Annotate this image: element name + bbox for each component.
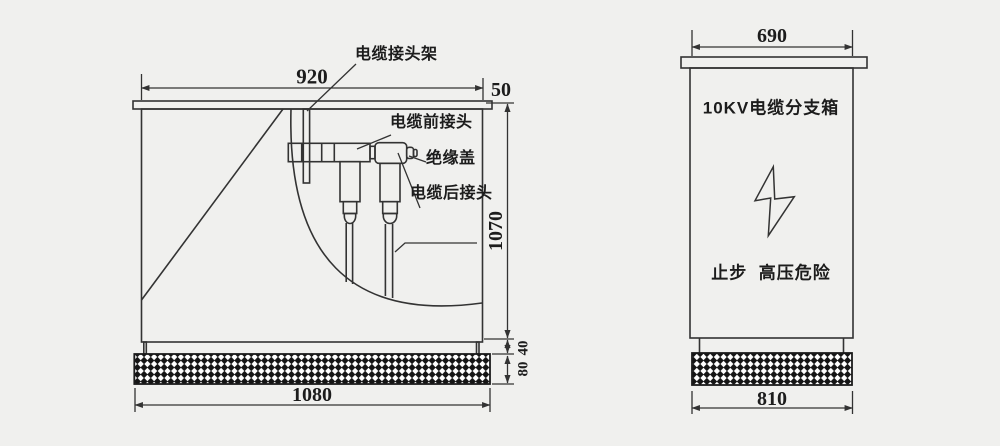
t-drop-1-dome: [343, 212, 357, 225]
right-view-dimensions: [691, 30, 854, 414]
left-view-dimensions: [134, 74, 514, 412]
dim-text-50: 50: [491, 79, 511, 101]
t-drop-2-neck: [381, 200, 399, 215]
front-connector-body: [287, 142, 371, 163]
left-checkered-base: [133, 353, 491, 385]
dim-text-80: 80: [515, 361, 532, 377]
high-voltage-bolt-icon: [753, 163, 796, 239]
connector-rack-hanger: [302, 108, 311, 184]
label-insulation-cover: 绝缘盖: [426, 150, 476, 167]
left-leg: [143, 341, 148, 355]
dim-text-810: 810: [757, 388, 787, 410]
left-view-drawing: [132, 63, 493, 385]
t-drop-2-dome: [382, 212, 398, 225]
dim-text-40: 40: [515, 340, 532, 356]
t-drop-1-body: [339, 160, 361, 203]
t-drop-2-body: [379, 162, 401, 203]
right-cabinet-body: [689, 67, 854, 339]
right-checkered-base: [691, 352, 853, 386]
cable-leader: [394, 242, 477, 253]
door-swing-arc: [290, 108, 483, 307]
right-lid: [680, 56, 868, 69]
left-cabinet-body: [140, 108, 484, 343]
dim-text-920: 920: [296, 64, 328, 89]
t-drop-1-neck: [342, 200, 358, 215]
rear-connector-leader: [397, 152, 421, 209]
label-cable-front-connector: 电缆前接头: [390, 114, 473, 131]
dim-text-690: 690: [757, 25, 787, 47]
label-cable-connector-rack: 电缆接头架: [355, 46, 438, 63]
dim-text-1070: 1070: [485, 211, 507, 251]
dim-text-1080: 1080: [292, 384, 332, 406]
right-view-drawing: [680, 56, 868, 386]
insulation-cover-leader: [408, 155, 427, 163]
front-connector-leader: [356, 134, 392, 150]
label-cable-rear-connector: 电缆后接头: [410, 185, 493, 202]
warning-text: 止步 高压危险: [711, 263, 831, 283]
rear-connector-elbow: [374, 141, 408, 165]
right-leg: [475, 341, 480, 355]
box-title-text: 10KV电缆分支箱: [702, 98, 840, 118]
insulation-cap-nub: [412, 148, 418, 158]
door-diagonal-line: [140, 108, 284, 301]
